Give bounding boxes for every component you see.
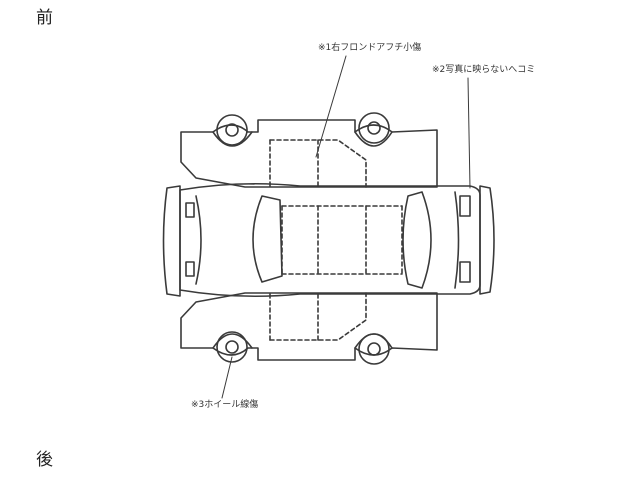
headlight-front-bottom: [185, 261, 195, 277]
side-top-wheelarch-rear: [354, 131, 393, 147]
front-label: 前: [36, 8, 53, 28]
taillight-rear-bottom: [459, 261, 471, 283]
front-bumper: [162, 185, 181, 297]
trunk-line: [454, 191, 460, 289]
taillight-rear-top: [459, 195, 471, 217]
headlight-front-top: [185, 202, 195, 218]
rear-bumper: [479, 185, 495, 295]
leader-front-fender: [315, 55, 347, 158]
side-bottom-body-outline: [180, 292, 438, 361]
window-rear: [402, 191, 432, 289]
side-bottom-wheelarch-front: [212, 333, 253, 349]
wheel-rear-top-outer: [358, 112, 390, 144]
wheel-front-top-outer: [216, 114, 248, 146]
wheel-front-top-inner: [225, 123, 239, 137]
top-body-outline: [179, 182, 481, 298]
top-view: [162, 182, 495, 298]
rear-label: 後: [36, 450, 53, 470]
side-top-body-outline: [180, 119, 438, 188]
wheel-rear-bottom-inner: [367, 342, 381, 356]
note-dent-not-in-photo: ※2写真に映らないへコミ: [432, 65, 536, 75]
wheel-rear-bottom-outer: [358, 333, 390, 365]
annotation-leaders: [221, 55, 471, 399]
note-front-fender-damage: ※1右フロンドアフチ小傷: [318, 43, 422, 53]
windshield-front: [252, 195, 283, 283]
wheel-front-bottom-inner: [225, 340, 239, 354]
hood-line-left: [195, 195, 202, 285]
side-top-door-lines: [269, 139, 367, 188]
leader-dent: [467, 77, 471, 189]
side-bottom-door-lines: [269, 292, 367, 341]
leader-wheel: [221, 356, 233, 399]
side-view-bottom: [180, 292, 438, 365]
roof-panel-lines: [281, 205, 403, 275]
side-view-top: [180, 112, 438, 188]
wheel-front-bottom-outer: [216, 331, 248, 363]
side-top-wheelarch-front: [212, 131, 253, 147]
note-wheel-scratch: ※3ホイール線傷: [191, 400, 259, 410]
wheel-rear-top-inner: [367, 121, 381, 135]
